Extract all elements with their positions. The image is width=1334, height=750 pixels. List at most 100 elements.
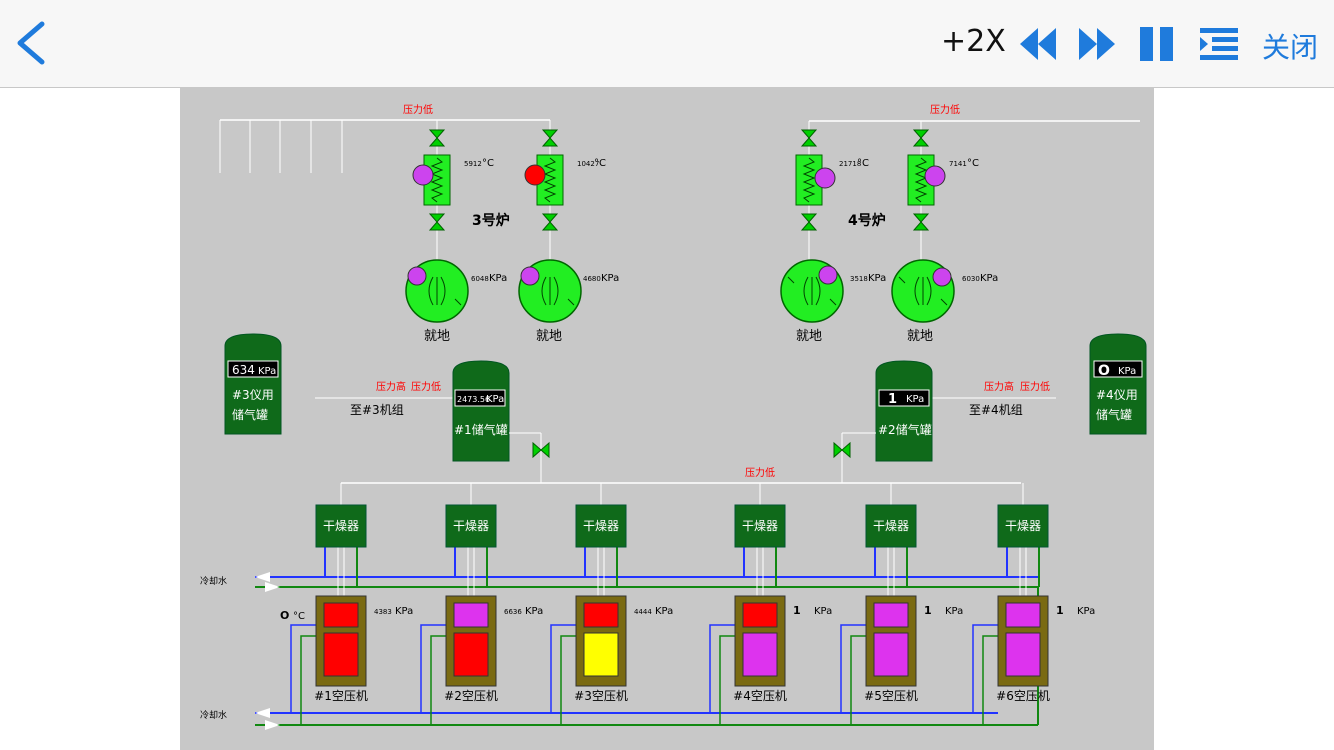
dryer-label: 干燥器 [323, 519, 359, 533]
valve-icon[interactable] [913, 213, 929, 231]
compressor-label: #5空压机 [864, 689, 918, 703]
compressor-pressure-value: 1 [793, 604, 801, 617]
compressor-status-top [873, 602, 909, 628]
tank-label: 储气罐 [232, 407, 268, 422]
storage-tank-2: 压力高 压力低 至#4机组 1 KPa #2储气罐 [875, 360, 1056, 462]
compressor-label: #1空压机 [314, 689, 368, 703]
rewind-icon[interactable] [1018, 24, 1058, 64]
close-button[interactable]: 关闭 [1262, 31, 1319, 64]
boiler3-header-alarm: 压力低 [403, 103, 433, 116]
compressor-pressure-unit: KPa [655, 606, 673, 617]
compressor-status-bottom [873, 632, 909, 677]
valve-icon[interactable] [801, 129, 817, 147]
dryer-row: 干燥器 干燥器 干燥器 干燥器 干燥器 干燥器 [315, 483, 1049, 596]
heater-temp-value: 10427 [577, 160, 599, 168]
temp-unit: °C [482, 158, 494, 169]
destination-label: 至#3机组 [350, 403, 404, 417]
dryer-unit[interactable]: 干燥器 [575, 504, 627, 548]
compressor-status-top [453, 602, 489, 628]
compressor-status-bottom [323, 632, 359, 677]
pressure-low-alarm: 压力低 [1020, 380, 1050, 393]
tank-label: #4仪用 [1096, 388, 1138, 402]
boiler4-header-alarm: 压力低 [930, 103, 960, 116]
compressor-pressure-unit: KPa [525, 606, 543, 617]
valve-icon[interactable] [542, 213, 558, 231]
dryer-unit[interactable]: 干燥器 [997, 504, 1049, 548]
process-diagram: 压力低 5912 °C 10427 °C 3号炉 6048 KPa 4680 K… [200, 103, 1147, 730]
status-indicator [814, 167, 836, 189]
pressure-high-alarm: 压力高 [376, 380, 406, 393]
boiler3-group: 压力低 5912 °C 10427 °C 3号炉 6048 KPa 4680 K… [219, 103, 619, 344]
compressor-pressure-value: 4444 [634, 608, 652, 616]
valve-icon[interactable] [542, 129, 558, 147]
compressor-label: #4空压机 [733, 689, 787, 703]
dryer-label: 干燥器 [453, 519, 489, 533]
valve-icon[interactable] [801, 213, 817, 231]
fan-pressure-value: 3518 [850, 275, 868, 283]
heater-temp-value: 21718 [839, 160, 861, 168]
boiler3-label: 3号炉 [472, 212, 510, 229]
compressor-pressure-value: 1 [924, 604, 932, 617]
fan-pressure-value: 6030 [962, 275, 980, 283]
compressor-status-bottom [583, 632, 619, 677]
valve-icon[interactable] [913, 129, 929, 147]
tank-pressure-unit: KPa [906, 394, 924, 405]
dryer-manifold: 压力低 [341, 432, 1021, 484]
compressor-status-top [583, 602, 619, 628]
dryer-unit[interactable]: 干燥器 [315, 504, 367, 548]
tank4-instrument: O KPa #4仪用 储气罐 [1089, 333, 1147, 435]
boiler4-label: 4号炉 [848, 212, 886, 229]
local-mode-label: 就地 [907, 329, 933, 344]
tank-pressure-value: 2473.56 [457, 395, 490, 404]
tank-label: 储气罐 [1096, 407, 1132, 422]
compressor-label: #3空压机 [574, 689, 628, 703]
fast-forward-icon[interactable] [1077, 24, 1117, 64]
tank-label: #3仪用 [232, 388, 274, 402]
tank-pressure-value: 1 [888, 392, 897, 407]
heater-temp-value: 5912 [464, 160, 482, 168]
tank-label: #1储气罐 [454, 422, 508, 437]
storage-tank-1: 压力高 压力低 至#3机组 2473.56 KPa #1储气罐 [315, 360, 510, 462]
tank-pressure-unit: KPa [486, 394, 504, 405]
heater-temp-value: 7141 [949, 160, 967, 168]
tank-label: #2储气罐 [878, 422, 932, 437]
toolbar: +2X 关闭 [0, 0, 1334, 88]
local-mode-label: 就地 [796, 329, 822, 344]
air-compressor[interactable]: #4空压机 1 KPa [709, 595, 832, 725]
list-icon[interactable] [1198, 24, 1240, 64]
chevron-left-icon[interactable] [12, 20, 52, 66]
compressor-status-bottom [453, 632, 489, 677]
dryer-label: 干燥器 [742, 519, 778, 533]
compressor-status-top [1005, 602, 1041, 628]
local-mode-label: 就地 [536, 329, 562, 344]
compressor-pressure-unit: KPa [1077, 606, 1095, 617]
local-mode-label: 就地 [424, 329, 450, 344]
compressor1-temp-unit: °C [293, 611, 305, 622]
cooling-water-label: 冷却水 [200, 709, 227, 721]
compressor-status-bottom [742, 632, 778, 677]
compressor1-temp-value: O [280, 609, 289, 622]
compressor-pressure-unit: KPa [814, 606, 832, 617]
temp-unit: °C [857, 158, 869, 169]
valve-icon[interactable] [429, 129, 445, 147]
dryer-unit[interactable]: 干燥器 [445, 504, 497, 548]
compressor-status-bottom [1005, 632, 1041, 677]
dryer-unit[interactable]: 干燥器 [865, 504, 917, 548]
tank3-instrument: 634 KPa #3仪用 储气罐 [224, 333, 282, 435]
pressure-unit: KPa [980, 273, 998, 284]
compressor-status-top [742, 602, 778, 628]
dryer-unit[interactable]: 干燥器 [734, 504, 786, 548]
dryer-label: 干燥器 [1005, 519, 1041, 533]
pause-icon[interactable] [1138, 24, 1176, 64]
status-indicator [412, 164, 434, 186]
playback-speed[interactable]: +2X [941, 24, 1006, 59]
dryer-label: 干燥器 [583, 519, 619, 533]
temp-unit: °C [594, 158, 606, 169]
scada-canvas: 压力低 5912 °C 10427 °C 3号炉 6048 KPa 4680 K… [180, 88, 1154, 750]
valve-icon[interactable] [429, 213, 445, 231]
